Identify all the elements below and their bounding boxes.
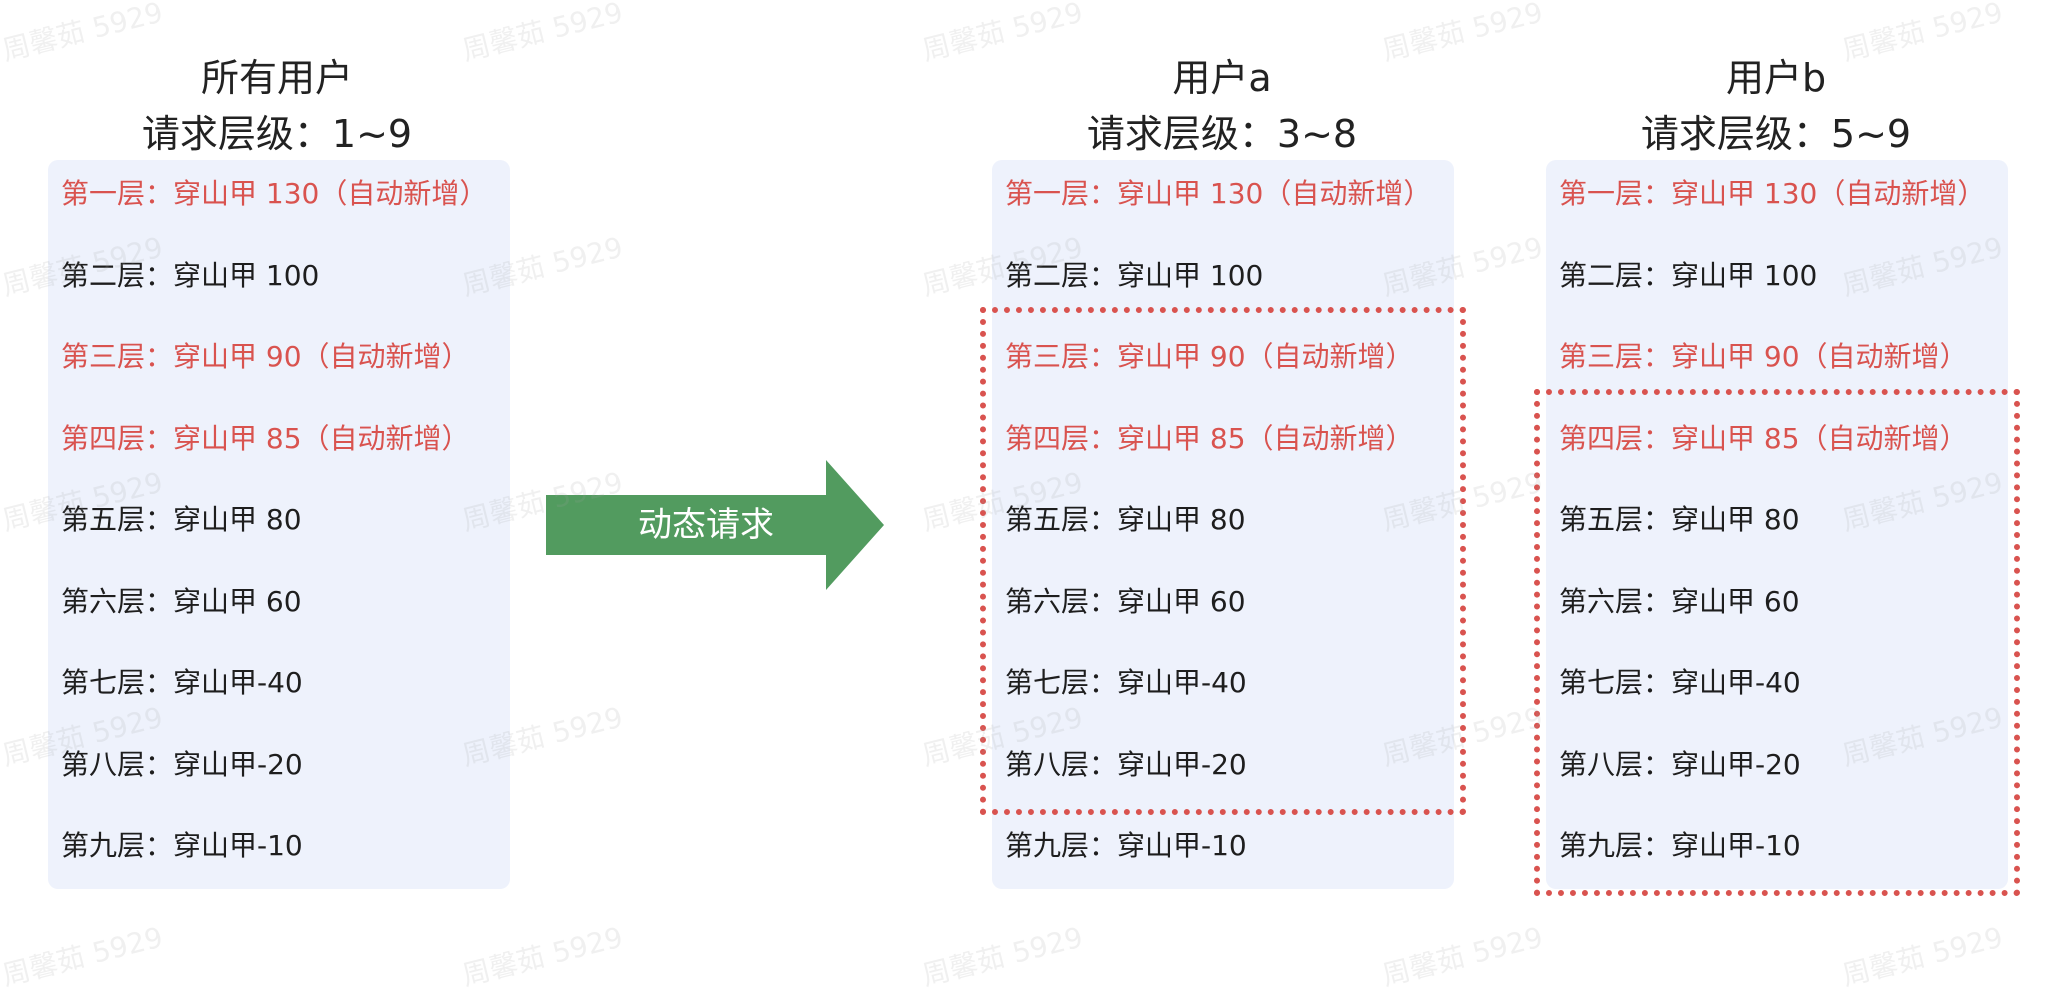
watermark-text: 周馨茹 5929 xyxy=(458,920,627,993)
layer-row: 第三层：穿山甲 90（自动新增） xyxy=(61,340,470,373)
layer-row: 第八层：穿山甲-20 xyxy=(1005,747,1247,781)
layer-row: 第四层：穿山甲 85（自动新增） xyxy=(1005,421,1414,455)
column-subtitle-user-b: 请求层级：5~9 xyxy=(1640,112,1912,156)
layer-row: 第四层：穿山甲 85（自动新增） xyxy=(1559,421,1968,455)
selected-range-box-user-a xyxy=(980,307,1466,815)
layer-row: 第八层：穿山甲-20 xyxy=(1559,747,1801,781)
layer-row: 第一层：穿山甲 130（自动新增） xyxy=(61,177,488,210)
watermark-text: 周馨茹 5929 xyxy=(1378,920,1547,993)
layer-row: 第七层：穿山甲-40 xyxy=(1005,666,1247,699)
watermark-text: 周馨茹 5929 xyxy=(0,920,167,993)
layer-row: 第六层：穿山甲 60 xyxy=(1559,584,1800,618)
layer-row: 第六层：穿山甲 60 xyxy=(61,584,302,618)
layer-row: 第四层：穿山甲 85（自动新增） xyxy=(61,421,470,455)
layer-row: 第一层：穿山甲 130（自动新增） xyxy=(1005,177,1432,210)
layer-row: 第三层：穿山甲 90（自动新增） xyxy=(1559,340,1968,373)
column-title-user-b: 用户b xyxy=(1725,56,1827,100)
layer-row: 第九层：穿山甲-10 xyxy=(61,829,303,862)
dynamic-request-arrow: 动态请求 xyxy=(546,460,884,590)
layer-row: 第九层：穿山甲-10 xyxy=(1005,829,1247,862)
panel-all xyxy=(48,160,510,889)
layer-row: 第五层：穿山甲 80 xyxy=(1559,503,1800,536)
panel-user-a xyxy=(992,160,1454,889)
panel-user-b xyxy=(1546,160,2008,889)
column-title-all: 所有用户 xyxy=(200,56,353,100)
layer-row: 第九层：穿山甲-10 xyxy=(1559,829,1801,862)
layer-row: 第五层：穿山甲 80 xyxy=(1005,503,1246,536)
layer-row: 第五层：穿山甲 80 xyxy=(61,503,302,536)
arrow-label: 动态请求 xyxy=(638,505,774,545)
layer-row: 第二层：穿山甲 100 xyxy=(1005,258,1264,292)
layer-row: 第二层：穿山甲 100 xyxy=(1559,258,1818,292)
column-title-user-a: 用户a xyxy=(1172,56,1272,100)
column-subtitle-all: 请求层级：1~9 xyxy=(141,112,413,156)
watermark-text: 周馨茹 5929 xyxy=(1838,920,2007,993)
layer-row: 第八层：穿山甲-20 xyxy=(61,747,303,781)
right-arrow-icon xyxy=(546,460,884,590)
layer-row: 第三层：穿山甲 90（自动新增） xyxy=(1005,340,1414,373)
column-subtitle-user-a: 请求层级：3~8 xyxy=(1086,112,1358,156)
layer-row: 第七层：穿山甲-40 xyxy=(1559,666,1801,699)
selected-range-box-user-b xyxy=(1534,388,2020,896)
layer-row: 第二层：穿山甲 100 xyxy=(61,258,320,292)
watermark-text: 周馨茹 5929 xyxy=(918,920,1087,993)
layer-row: 第一层：穿山甲 130（自动新增） xyxy=(1559,177,1986,210)
layer-row: 第七层：穿山甲-40 xyxy=(61,666,303,699)
layer-row: 第六层：穿山甲 60 xyxy=(1005,584,1246,618)
